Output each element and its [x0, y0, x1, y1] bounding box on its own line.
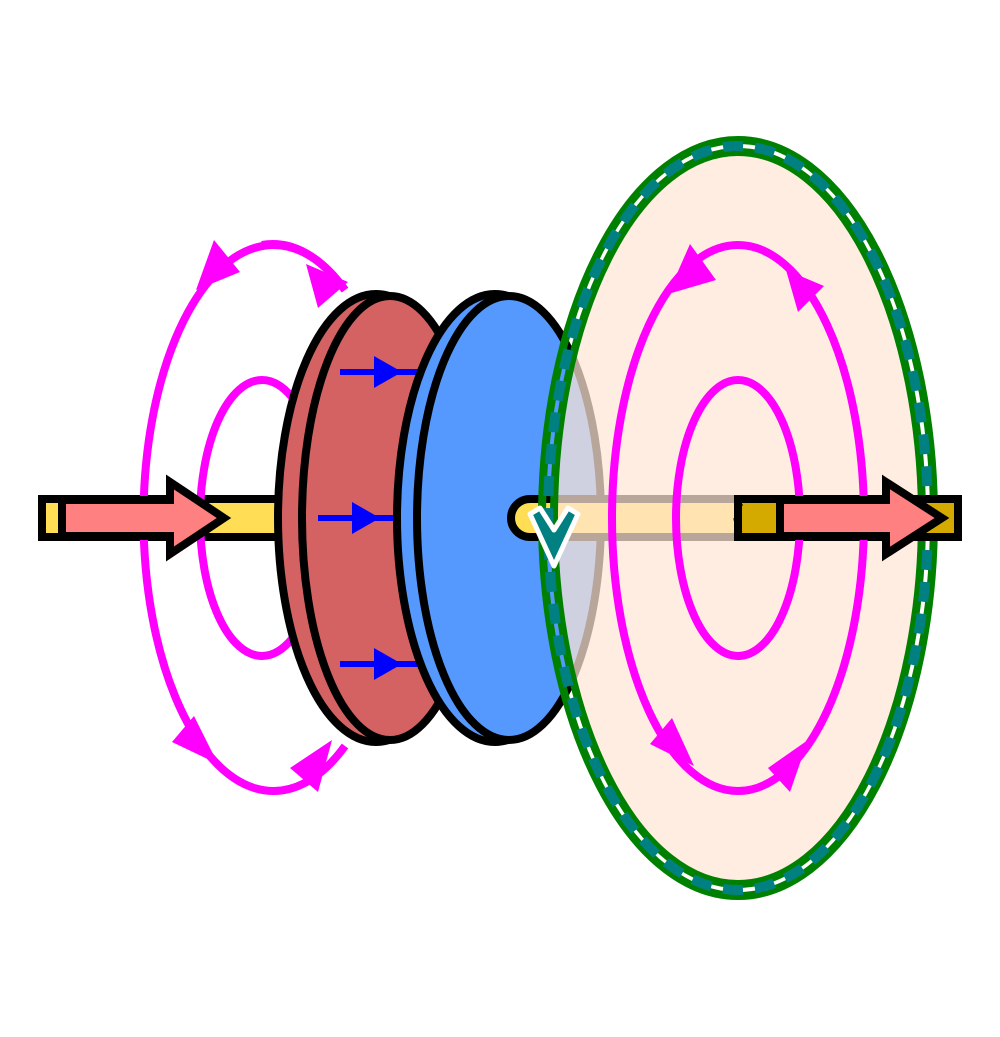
field-arrowhead	[306, 264, 348, 308]
current-arrow-out	[776, 474, 950, 562]
field-arrowhead	[650, 718, 694, 766]
field-arrowhead	[668, 244, 716, 294]
direction-marker	[527, 505, 581, 569]
field-arrowheads-right	[650, 244, 824, 792]
field-arrowheads-left	[172, 240, 348, 792]
wire-transition-mark	[733, 502, 744, 534]
e-field-arrowhead	[374, 356, 402, 388]
current-arrow-in	[58, 474, 232, 562]
field-arrowhead	[196, 240, 240, 290]
e-field-arrowhead	[352, 502, 380, 534]
e-field-arrowhead	[374, 648, 402, 680]
field-arrowhead	[786, 270, 824, 312]
field-arrowhead	[768, 740, 808, 792]
electric-field-arrows	[318, 356, 420, 680]
field-arrowhead	[290, 740, 332, 792]
field-arrowhead	[172, 716, 218, 764]
